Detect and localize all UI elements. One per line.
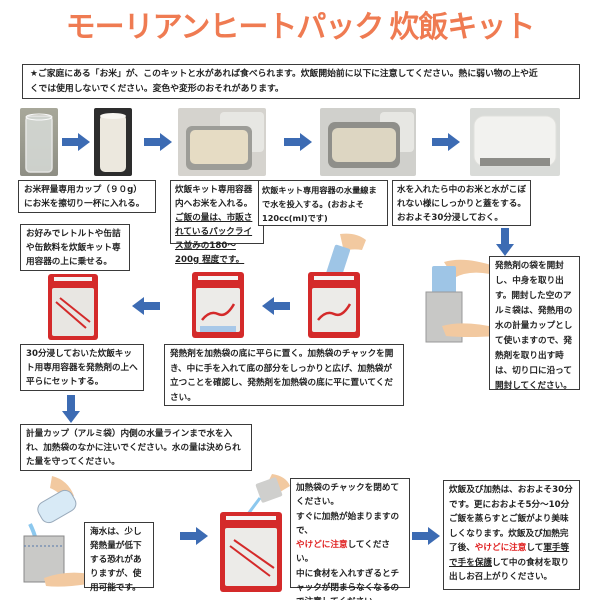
- pouring-water-illustration: [23, 476, 90, 587]
- arrow-down-icon: [62, 395, 80, 423]
- notice-line-2: くでは使用しないでください。変色や変形のおそれがあります。: [30, 84, 284, 94]
- notice-line-1: ご家庭にある「お米」が、このキットと水があれば食べられます。炊飯開始前に以下に注…: [37, 69, 538, 79]
- arrow-right-icon: [432, 133, 460, 151]
- tray-rice-icon: [186, 112, 264, 170]
- rice-cup-photo: [94, 108, 132, 176]
- step-12-line-1: 炊飯及び加熱は、おおよそ30分です。更におおよそ5分～10分ご飯を蒸らすとご飯が…: [449, 485, 573, 553]
- pouring-into-bag-illustration: [220, 474, 290, 592]
- arrow-right-icon: [284, 133, 312, 151]
- arrow-right-icon: [62, 133, 90, 151]
- step-4-box: 水を入れたら中のお米と水がこぼれない様にしっかりと蓋をする。おおよそ30分浸して…: [392, 180, 531, 226]
- container-water-photo: [320, 108, 416, 176]
- arrow-down-icon: [496, 228, 514, 256]
- step-11-line-3: してください。: [296, 540, 391, 565]
- step-1-box: お米秤量専用カップ（９０g）にお米を擦切り一杯に入れる。: [18, 180, 156, 213]
- title-katakana: モーリアンヒートパック: [65, 10, 385, 45]
- step-2-underlined: ご飯の量は、市販されているパックライス並みの180～200g 程度です。: [175, 213, 253, 265]
- step-12-underlined: 軍手等で手を保護: [449, 543, 570, 568]
- step-7-text: お好みでレトルトや缶詰や缶飲料を炊飯キット専用容器の上に乗せる。: [26, 229, 121, 267]
- page-title: モーリアンヒートパック炊飯キット: [0, 2, 600, 46]
- opening-aluminum-bag-illustration: [425, 259, 498, 343]
- arrow-right-icon: [412, 527, 440, 545]
- step-6-text: 発熱剤を加熱袋の底に平らに置く。加熱袋のチャックを開き、中に手を入れて底の部分を…: [170, 349, 394, 403]
- step-7-box: お好みでレトルトや缶詰や缶飲料を炊飯キット専用容器の上に乗せる。: [20, 224, 130, 271]
- step-8-text: 30分浸しておいた炊飯キット用専用容器を発熱剤の上へ平らにセットする。: [26, 349, 138, 387]
- heating-bag-with-agent-illustration: [192, 272, 244, 338]
- filled-cup-icon: [100, 113, 126, 172]
- arrow-right-icon: [180, 527, 208, 545]
- step-2-text: 炊飯キット専用容器内へお米を入れる。: [175, 185, 253, 209]
- step-6-box: 発熱剤を加熱袋の底に平らに置く。加熱袋のチャックを開き、中に手を入れて底の部分を…: [164, 344, 404, 406]
- step-3-box: 炊飯キット専用容器の水量線まで水を投入する。(おおよそ120cc(ml)です): [258, 180, 388, 226]
- step-11-box: 加熱袋のチャックを閉めてください。 すぐに加熱が始まりますので、 やけどに注意し…: [290, 478, 410, 600]
- burn-warning: やけどに注意: [296, 540, 348, 551]
- step-11-line-4: 中に食材を入れすぎるとチャックが閉まらなくなるので注意してください。: [296, 568, 400, 600]
- arrow-right-icon: [144, 133, 172, 151]
- step-9-text: 計量カップ（アルミ袋）内側の水量ラインまで水を入れ、加熱袋のなかに注いでください…: [26, 429, 241, 467]
- container-rice-photo: [178, 108, 266, 176]
- step-11-line-1: 加熱袋のチャックを閉めてください。: [296, 483, 400, 508]
- step-10-text: 海水は、少し発熱量が低下する恐れがありますが、使用可能です。: [90, 527, 142, 593]
- measuring-cup-photo: [20, 108, 58, 176]
- title-kanji: 炊飯キット: [389, 10, 535, 45]
- step-2-box: 炊飯キット専用容器内へお米を入れる。ご飯の量は、市販されているパックライス並みの…: [170, 180, 264, 265]
- step-11-line-2: すぐに加熱が始まりますので、: [296, 511, 400, 536]
- tray-water-icon: [328, 112, 414, 168]
- step-4-text: 水を入れたら中のお米と水がこぼれない様にしっかりと蓋をする。おおよそ30分浸して…: [397, 185, 526, 223]
- step-5-box: 発熱剤の袋を開封し、中身を取り出す。開封した空のアルミ袋は、発熱用の水の計量カッ…: [489, 256, 580, 391]
- step-3-text: 炊飯キット専用容器の水量線まで水を投入する。(おおよそ120cc(ml)です): [262, 185, 377, 223]
- inserting-agent-illustration: [308, 233, 366, 338]
- step-12-mid: して: [526, 543, 544, 553]
- notice-box: ★ご家庭にある「お米」が、このキットと水があれば食べられます。炊飯開始前に以下に…: [22, 64, 580, 99]
- step-9-box: 計量カップ（アルミ袋）内側の水量ラインまで水を入れ、加熱袋のなかに注いでください…: [20, 424, 252, 471]
- empty-cup-icon: [25, 113, 53, 173]
- arrow-left-icon: [262, 297, 290, 315]
- step-12-box: 炊飯及び加熱は、おおよそ30分です。更におおよそ5分～10分ご飯を蒸らすとご飯が…: [443, 480, 580, 590]
- step-1-text: お米秤量専用カップ（９０g）にお米を擦切り一杯に入れる。: [24, 185, 145, 209]
- step-12-tail: して中の食材を取り出しお召上がりください。: [449, 557, 570, 583]
- lidded-tray-icon: [473, 115, 557, 167]
- burn-warning: やけどに注意: [474, 543, 527, 553]
- heating-bag-with-container-illustration: [48, 274, 98, 340]
- star-icon: ★: [30, 69, 38, 79]
- step-8-box: 30分浸しておいた炊飯キット用専用容器を発熱剤の上へ平らにセットする。: [20, 344, 144, 391]
- step-5-text: 発熱剤の袋を開封し、中身を取り出す。開封した空のアルミ袋は、発熱用の水の計量カッ…: [495, 261, 573, 391]
- lidded-container-photo: [470, 108, 560, 176]
- arrow-left-icon: [132, 297, 160, 315]
- step-10-box: 海水は、少し発熱量が低下する恐れがありますが、使用可能です。: [84, 522, 154, 593]
